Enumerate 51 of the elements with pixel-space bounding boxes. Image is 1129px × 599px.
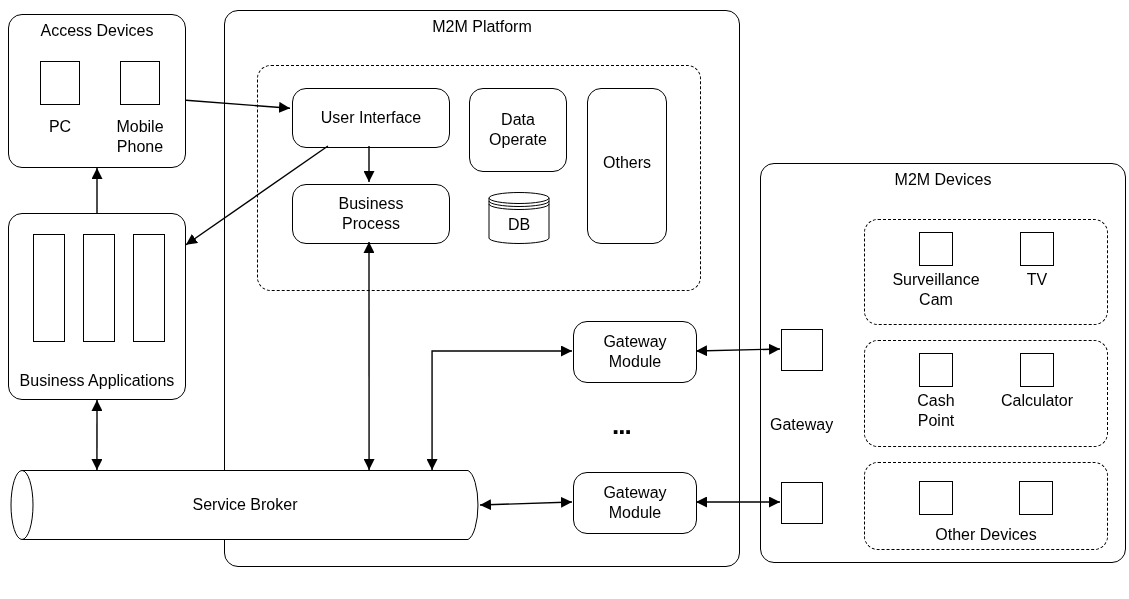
process-box <box>292 184 450 244</box>
process-box <box>573 472 697 534</box>
process-box <box>469 88 567 172</box>
device-square <box>1019 481 1053 515</box>
node-label: M2M Devices <box>894 170 992 190</box>
arrow <box>363 241 375 471</box>
arrow <box>185 99 291 113</box>
device-square <box>133 234 165 342</box>
device-square <box>919 481 953 515</box>
node-label: Surveillance Cam <box>891 270 981 310</box>
node-label: Gateway Module <box>602 483 668 523</box>
arrow <box>695 343 781 357</box>
node-label: Service Broker <box>192 495 298 515</box>
node-label: Gateway Module <box>602 332 668 372</box>
process-box <box>587 88 667 244</box>
text-label: ... <box>612 412 631 438</box>
node-label: PC <box>48 117 72 137</box>
node-label: Other Devices <box>935 525 1037 545</box>
device-square <box>83 234 115 342</box>
node-label: Data Operate <box>488 110 548 150</box>
arrow <box>363 145 375 183</box>
node-label: Mobile Phone <box>115 117 165 157</box>
arrow <box>426 345 573 471</box>
arrow <box>91 399 103 471</box>
node-label: User Interface <box>320 108 422 128</box>
group-container <box>8 14 186 168</box>
node-label: Business Applications <box>19 371 175 391</box>
node-label: Calculator <box>1001 391 1073 411</box>
arrow <box>479 496 573 511</box>
process-box <box>573 321 697 383</box>
node-label: Business Process <box>337 194 405 234</box>
arrow <box>185 145 329 246</box>
device-square <box>33 234 65 342</box>
text-label: Gateway <box>770 417 834 433</box>
group-container <box>760 163 1126 563</box>
node-label: DB <box>507 215 531 235</box>
node-label: Cash Point <box>916 391 956 431</box>
dashed-group <box>864 340 1108 447</box>
device-square <box>781 329 823 371</box>
node-label: M2M Platform <box>432 17 532 37</box>
dashed-group <box>864 219 1108 325</box>
node-label: TV <box>1026 270 1048 290</box>
dashed-group <box>864 462 1108 550</box>
device-square <box>781 482 823 524</box>
arrow <box>695 496 781 508</box>
node-label: Access Devices <box>40 21 154 41</box>
arrow <box>91 167 103 214</box>
process-box <box>292 88 450 148</box>
group-container <box>8 213 186 400</box>
node-label: Others <box>603 153 651 173</box>
dashed-group <box>257 65 701 291</box>
